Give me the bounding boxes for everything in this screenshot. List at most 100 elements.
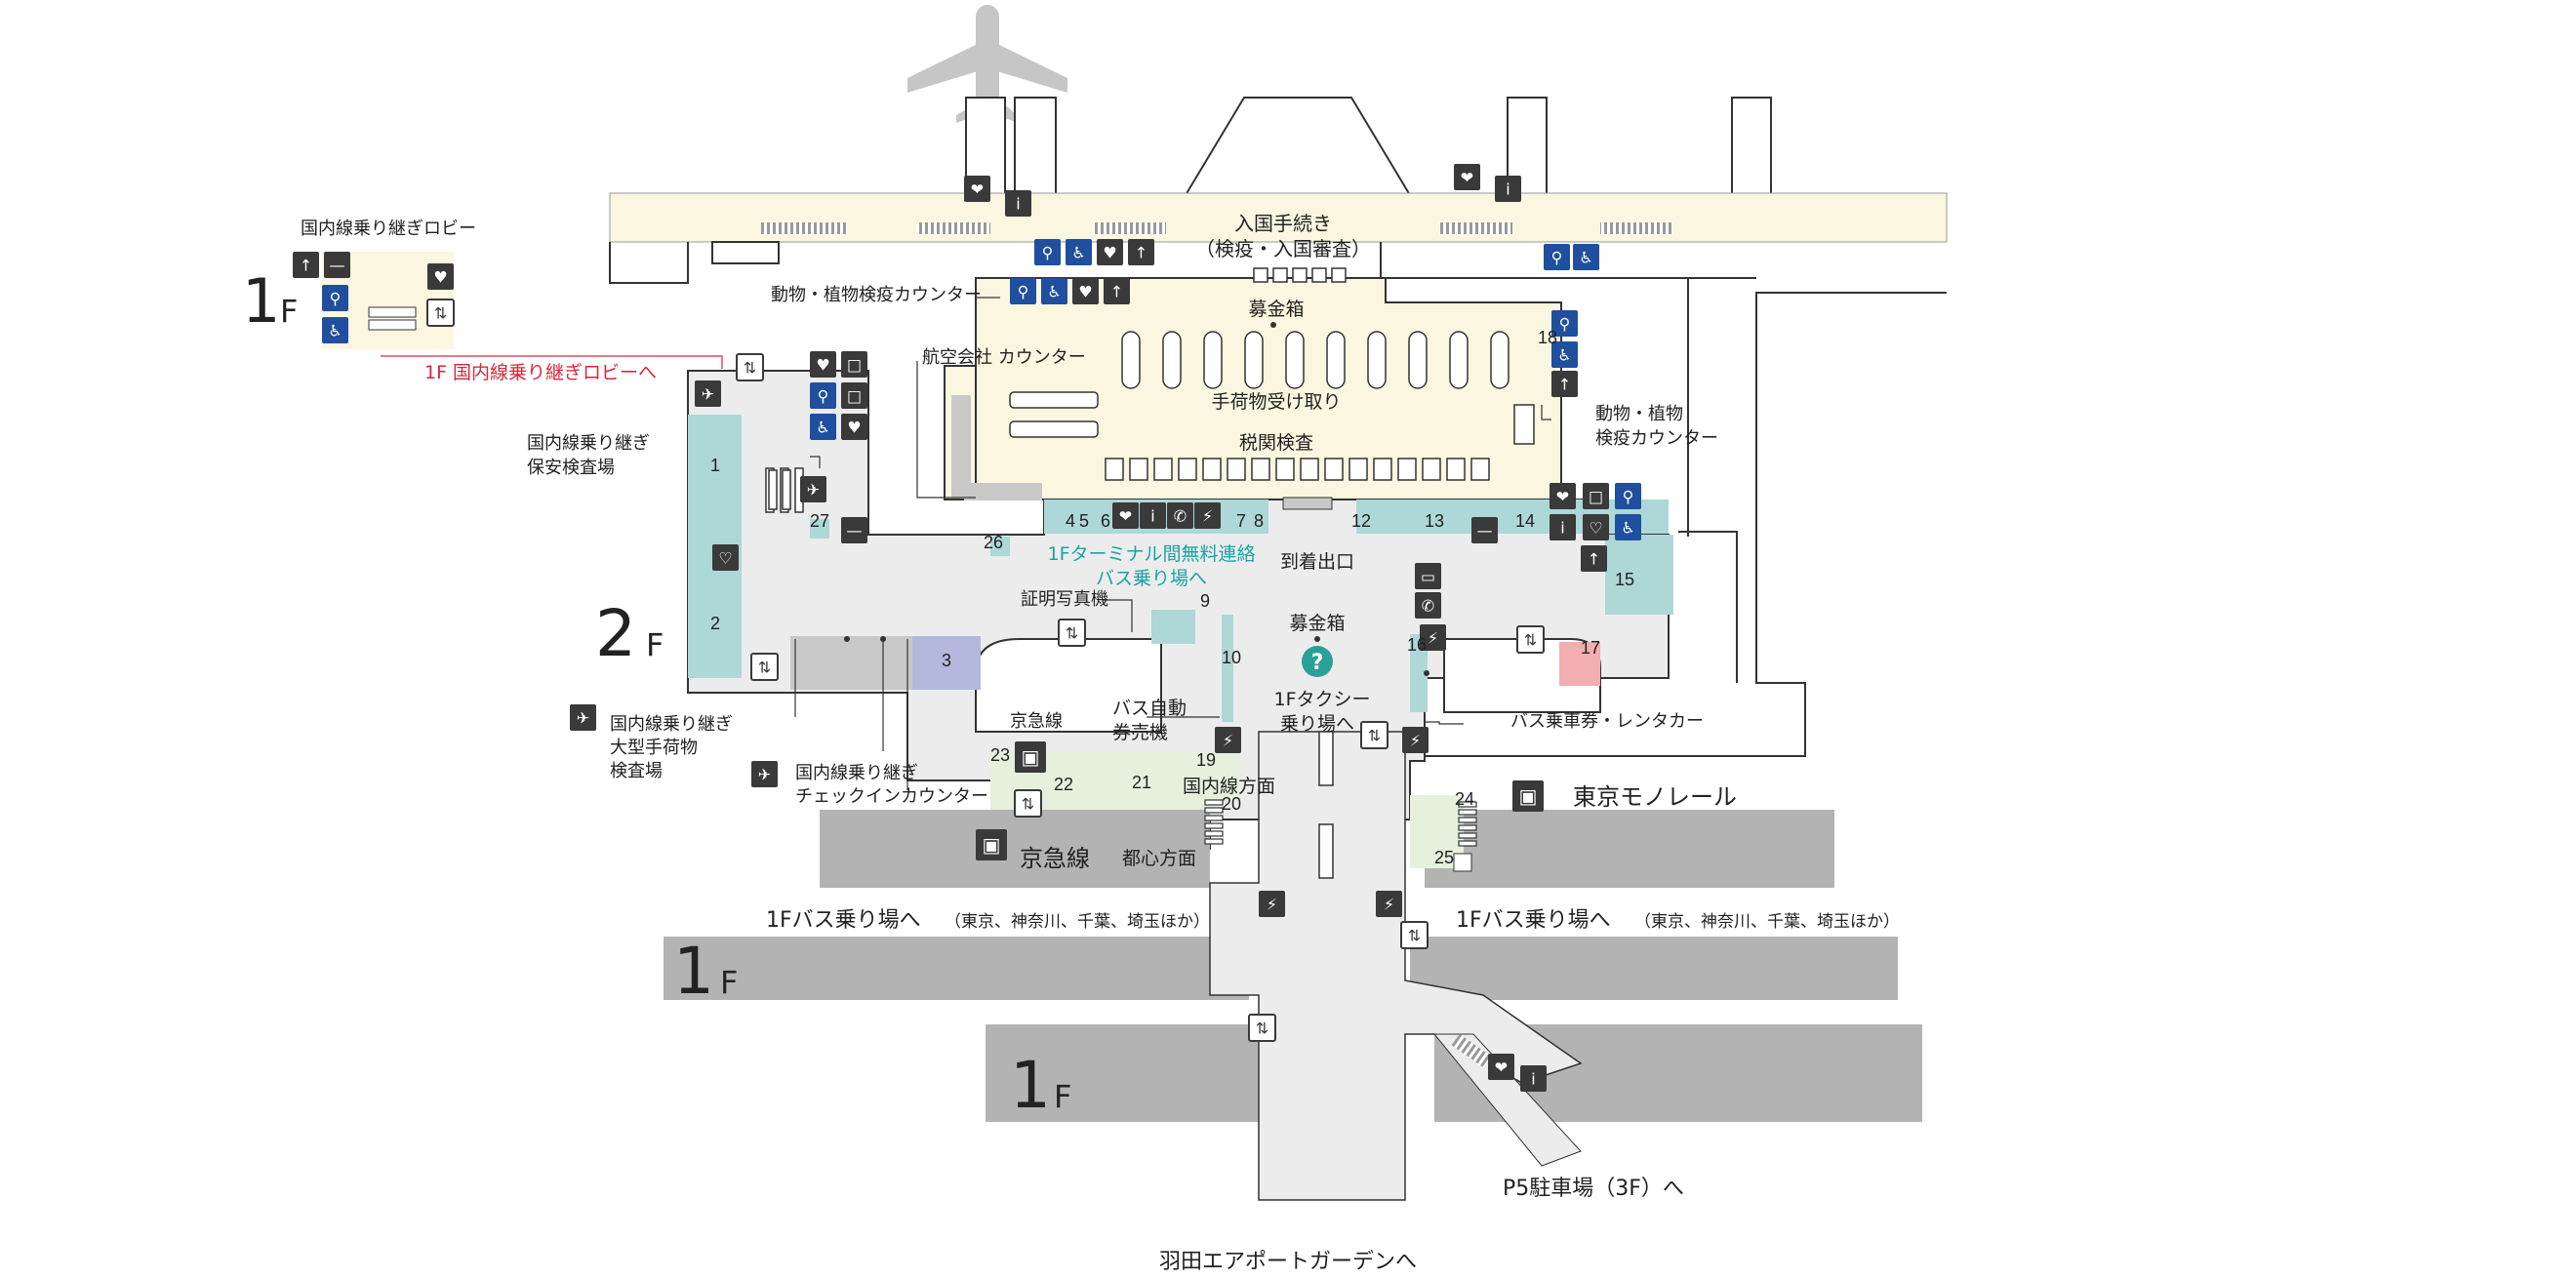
- svg-text:♡: ♡: [1589, 518, 1602, 537]
- svg-text:✆: ✆: [1422, 596, 1434, 615]
- svg-text:♥: ♥: [816, 355, 829, 374]
- svg-text:⇅: ⇅: [434, 303, 447, 322]
- svg-text:—: —: [1477, 521, 1493, 540]
- hall-gray-block: [951, 395, 971, 498]
- elevator-icon: ⇅: [1360, 721, 1389, 749]
- svg-text:i: i: [1150, 506, 1154, 525]
- charge-icon: ⚡: [1259, 891, 1285, 917]
- leader-lines: [794, 297, 1551, 790]
- boarding-bridges: [761, 222, 1673, 234]
- elevator-icon: ⇅: [1516, 625, 1545, 654]
- floor-label-1f-a: 1: [673, 934, 714, 1009]
- transfer-area-green-left: [990, 751, 1239, 810]
- wheelchair-icon: ♿: [1573, 244, 1599, 270]
- svg-text:♿: ♿: [816, 418, 829, 436]
- svg-text:i: i: [1531, 1069, 1535, 1088]
- svg-text:♥: ♥: [1078, 282, 1092, 300]
- platform-notches: [1434, 1122, 1800, 1137]
- baggage-icon: ↑: [1128, 239, 1154, 265]
- locker-icon: □: [1583, 483, 1609, 509]
- svg-text:♥: ♥: [1103, 243, 1116, 261]
- label-domestic-transfer-lobby: 国内線乗り継ぎロビー: [301, 219, 476, 239]
- svg-text:i: i: [1016, 194, 1020, 213]
- info-desk-icon[interactable]: ?: [1302, 646, 1333, 677]
- restroom-icon: ⚲: [810, 382, 836, 409]
- label-large-baggage-2: 大型手荷物: [610, 738, 698, 758]
- svg-text:⚡: ⚡: [1223, 731, 1233, 749]
- svg-text:⇅: ⇅: [1066, 623, 1078, 642]
- train-icon: ▣: [976, 829, 1007, 860]
- aed-icon: ❤: [964, 176, 990, 202]
- svg-text:⇅: ⇅: [1408, 926, 1421, 944]
- svg-text:⚡: ⚡: [1410, 731, 1421, 749]
- baggage-icon: ↑: [1581, 545, 1607, 572]
- label-animal-plant-right-2: 検疫カウンター: [1595, 428, 1718, 449]
- wheelchair-icon: ♿: [1066, 239, 1092, 265]
- info-icon: i: [1520, 1065, 1547, 1092]
- area-labels: 国内線乗り継ぎロビー 1F 国内線乗り継ぎロビーへ 入国手続き （検疫・入国審査…: [301, 212, 1900, 1274]
- svg-text:✈: ✈: [807, 480, 820, 499]
- svg-text:❤: ❤: [971, 180, 984, 198]
- wheelchair-icon: ♿: [1615, 514, 1641, 540]
- shop-number-2: 2: [710, 614, 720, 633]
- baggage-icon: ↑: [1551, 371, 1578, 397]
- aed-icon: ❤: [1550, 483, 1576, 509]
- label-bus-ticket-rental: バス乗車券・レンタカー: [1510, 711, 1704, 732]
- svg-text:♿: ♿: [328, 321, 342, 340]
- smoking-icon: —: [324, 252, 350, 278]
- svg-text:↑: ↑: [1558, 375, 1571, 393]
- shop-number-10: 10: [1222, 648, 1241, 667]
- transfer-area-green-right: [1410, 795, 1464, 868]
- shop-number-23: 23: [990, 745, 1010, 765]
- svg-text:□: □: [847, 355, 862, 374]
- shop-number-26: 26: [984, 533, 1003, 552]
- svg-text:❤: ❤: [1461, 168, 1473, 186]
- label-keikyu-big: 京急線: [1020, 845, 1090, 872]
- floor-label-1f-b: 1: [1010, 1048, 1051, 1123]
- label-free-bus-2: バス乗り場へ: [1096, 568, 1207, 589]
- svg-text:♡: ♡: [718, 548, 732, 567]
- info-icon: i: [1140, 502, 1166, 529]
- elevator-icon: ⇅: [1400, 921, 1429, 949]
- walkway-p5: [1432, 1033, 1582, 1167]
- facility-icons: ↑—♥⚲♿⇅⇅✈♥□⚲□♿♥✈—♡❤i⚲♿♥↑⚲♿♥↑❤i⚲♿⚲♿↑❤i✆⚡❤□…: [293, 164, 1641, 1092]
- label-photo-booth: 証明写真機: [1021, 589, 1108, 610]
- baby-icon: ♥: [841, 414, 867, 440]
- shop-number-16: 16: [1407, 635, 1427, 655]
- floor-label-2f-suffix: F: [646, 626, 664, 663]
- info-icon: i: [1005, 190, 1031, 217]
- baby-icon: ♥: [810, 351, 836, 378]
- svg-text:↑: ↑: [1135, 243, 1147, 261]
- train-icon: ▣: [1015, 741, 1046, 773]
- svg-text:⇅: ⇅: [758, 658, 771, 676]
- wheelchair-icon: ♿: [322, 317, 348, 343]
- svg-text:✆: ✆: [1174, 506, 1187, 525]
- arrival-pier: [609, 192, 1948, 243]
- aed-icon: ❤: [1488, 1054, 1514, 1080]
- label-transfer-security-1: 国内線乗り継ぎ: [527, 433, 650, 454]
- wheelchair-icon: ♿: [1041, 278, 1067, 304]
- label-airline-counter: 航空会社 カウンター: [922, 347, 1086, 368]
- label-baggage-claim: 手荷物受け取り: [1211, 391, 1341, 413]
- svg-text:⚡: ⚡: [1202, 506, 1213, 525]
- shop-number-7: 7: [1236, 511, 1246, 531]
- customs-booths: [1105, 458, 1490, 481]
- shop-number-21: 21: [1132, 773, 1151, 792]
- label-bus-1f-left-sub: （東京、神奈川、千葉、埼玉ほか）: [945, 912, 1210, 932]
- security-lanes: [768, 469, 791, 510]
- label-bus-ticket-2: 券売機: [1112, 722, 1168, 743]
- shop-number-25: 25: [1434, 848, 1454, 867]
- shop-number-24: 24: [1455, 789, 1474, 809]
- floor-labels: 1 F 2 F 1 F 1 F: [242, 265, 1071, 1123]
- svg-text:▣: ▣: [983, 833, 1001, 857]
- svg-text:⇅: ⇅: [744, 358, 756, 377]
- transfer-icon: ✈: [800, 476, 826, 502]
- svg-text:⚲: ⚲: [818, 386, 829, 405]
- label-immigration-sub: （検疫・入国審査）: [1195, 237, 1371, 260]
- restroom-icon: ⚲: [322, 285, 348, 311]
- info-icon: i: [1550, 514, 1576, 540]
- walkway-hatch: [1451, 1033, 1492, 1068]
- label-bus-1f-right: 1Fバス乗り場へ: [1456, 908, 1611, 933]
- phone-icon: ✆: [1167, 502, 1193, 529]
- shop-number-6: 6: [1101, 511, 1110, 531]
